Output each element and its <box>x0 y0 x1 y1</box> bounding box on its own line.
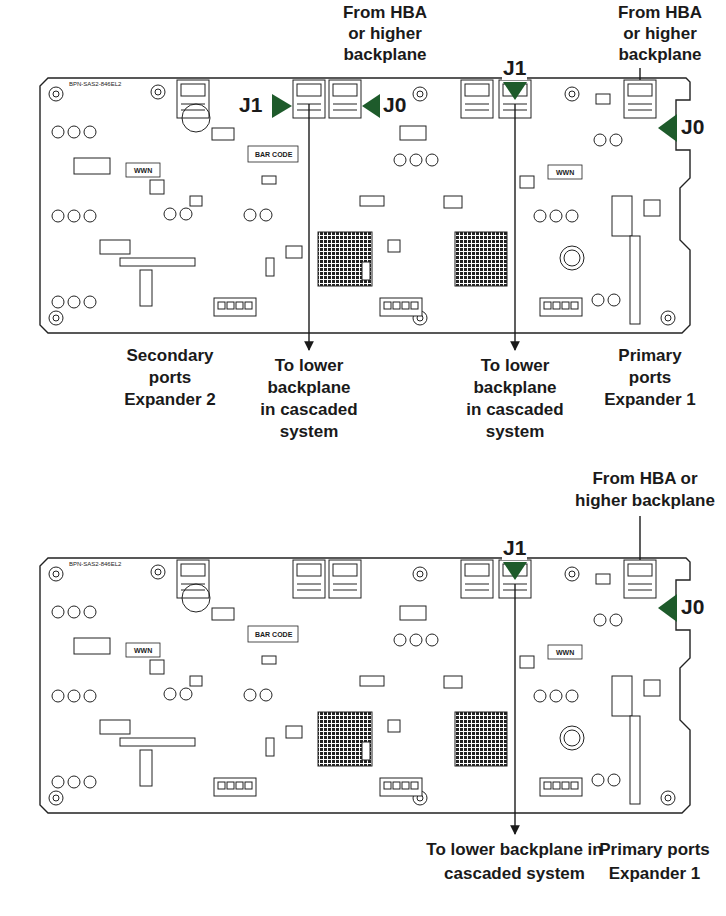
connector-id: J0 <box>680 115 705 139</box>
port-callout: From HBA or higher backplane <box>335 2 435 65</box>
silkscreen-text: WWN <box>133 646 153 655</box>
silkscreen-text: WWN <box>133 166 153 175</box>
port-callout: To lower backplane in cascaded system <box>465 355 565 443</box>
silkscreen-text: WWN <box>555 648 575 657</box>
port-callout: To lower backplane in cascaded system <box>422 838 607 886</box>
silkscreen-text: BAR CODE <box>254 150 293 159</box>
port-callout: Primary ports Expander 1 <box>592 838 717 886</box>
connector-id: J1 <box>238 93 263 117</box>
backplane-board <box>40 78 690 333</box>
connector-id: J1 <box>502 56 527 80</box>
silkscreen-text: BAR CODE <box>254 630 293 639</box>
leader-lines <box>309 68 640 834</box>
board-model: BPN-SAS2-846EL2 <box>68 561 122 568</box>
port-callout: From HBA or higher backplane <box>610 2 710 65</box>
backplane-board <box>40 558 690 813</box>
port-markers <box>272 82 677 622</box>
port-callout: To lower backplane in cascaded system <box>259 355 359 443</box>
board-model: BPN-SAS2-846EL2 <box>68 81 122 88</box>
silkscreen-text: WWN <box>555 168 575 177</box>
port-callout: Primary ports Expander 1 <box>600 345 700 411</box>
port-callout: Secondary ports Expander 2 <box>120 345 220 411</box>
connector-id: J0 <box>382 93 407 117</box>
port-callout: From HBA or higher backplane <box>570 468 720 512</box>
connector-id: J1 <box>502 536 527 560</box>
connector-id: J0 <box>680 595 705 619</box>
